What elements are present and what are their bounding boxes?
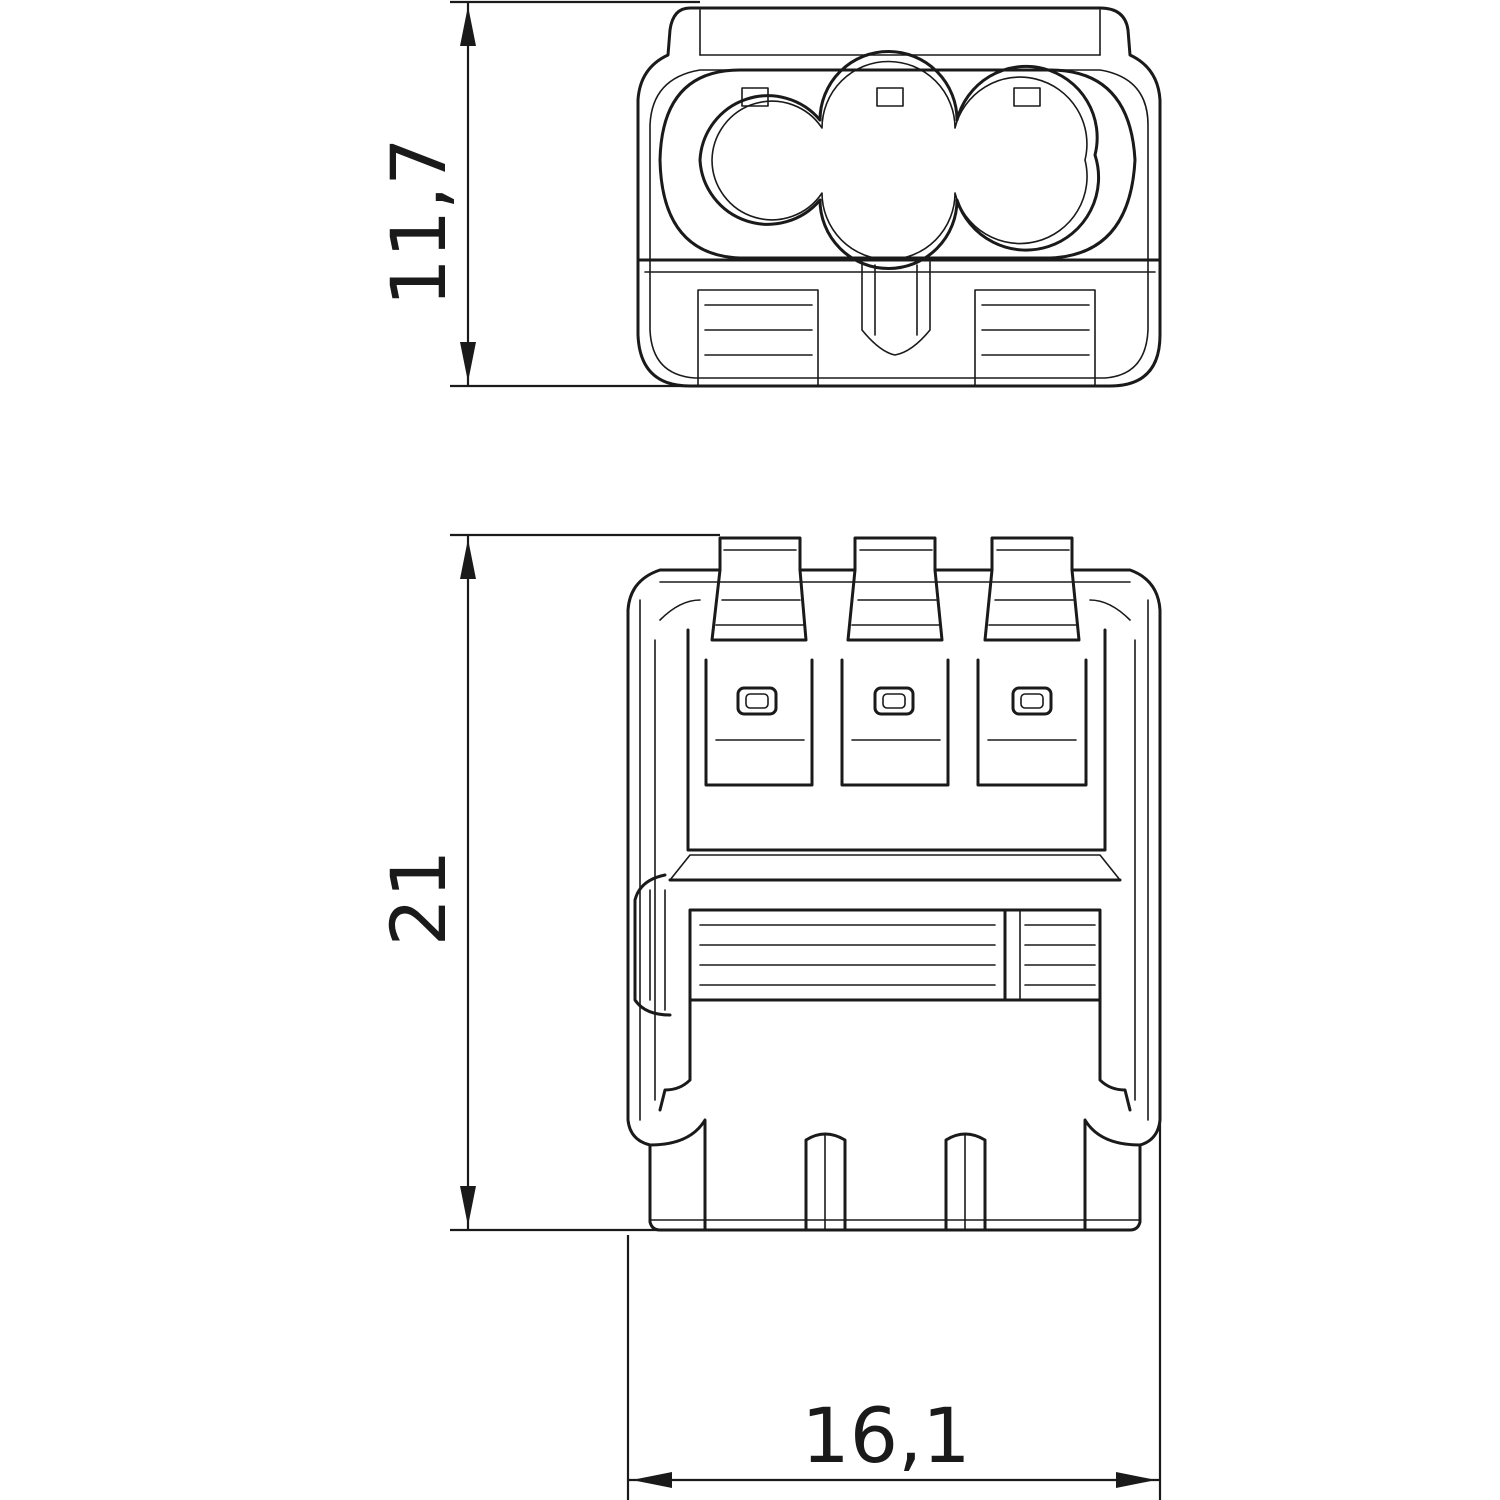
lever-3-window bbox=[1011, 686, 1053, 716]
top-view-face-outline bbox=[658, 68, 1137, 260]
wire-entry-holes-inner bbox=[711, 60, 1088, 261]
dim-label-front-height: 21 bbox=[374, 850, 463, 947]
dimension-top-height: 11,7 bbox=[374, 0, 1110, 388]
dim-label-width: 16,1 bbox=[801, 1391, 970, 1480]
dim-arrow-right bbox=[1116, 1472, 1156, 1488]
front-left-wall bbox=[639, 599, 701, 1121]
hole-notch-3 bbox=[1013, 87, 1041, 107]
dim-arrow-up bbox=[460, 6, 476, 46]
left-side-clip bbox=[633, 873, 672, 1017]
dimension-front-height: 21 bbox=[374, 533, 720, 1232]
release-lever-1 bbox=[704, 549, 814, 787]
release-lever-2 bbox=[840, 549, 950, 787]
dimension-width: 16,1 bbox=[626, 1120, 1162, 1500]
bottom-pin-2 bbox=[944, 1132, 987, 1232]
front-lower-right-wall bbox=[1098, 998, 1132, 1112]
top-view-lever-right bbox=[974, 289, 1096, 387]
contact-chamber bbox=[688, 908, 1102, 1002]
lever-1-window bbox=[736, 686, 778, 716]
dim-arrow-down bbox=[460, 1186, 476, 1226]
top-view bbox=[636, 6, 1162, 388]
top-view-housing-inner bbox=[649, 69, 1149, 379]
front-view bbox=[626, 536, 1162, 1232]
front-right-wall bbox=[1089, 599, 1149, 1121]
dim-label-top-height: 11,7 bbox=[374, 137, 463, 306]
dim-arrow-down bbox=[460, 342, 476, 382]
release-lever-3 bbox=[976, 549, 1088, 787]
front-mid-body bbox=[686, 628, 1107, 852]
top-view-lever-left bbox=[697, 289, 819, 387]
hole-notch-2 bbox=[876, 87, 904, 107]
wire-entry-holes bbox=[698, 50, 1101, 270]
hole-notch-1 bbox=[741, 87, 769, 107]
dim-arrow-up bbox=[460, 539, 476, 579]
front-view-body-outline bbox=[626, 536, 1162, 1232]
dim-arrow-left bbox=[632, 1472, 672, 1488]
front-mid-step bbox=[669, 854, 1121, 881]
top-view-center-latch bbox=[861, 261, 931, 356]
front-bottom-opening bbox=[648, 1118, 1142, 1232]
bottom-pin-1 bbox=[804, 1132, 847, 1232]
lever-2-window bbox=[873, 686, 915, 716]
front-lower-left-wall bbox=[658, 998, 692, 1112]
